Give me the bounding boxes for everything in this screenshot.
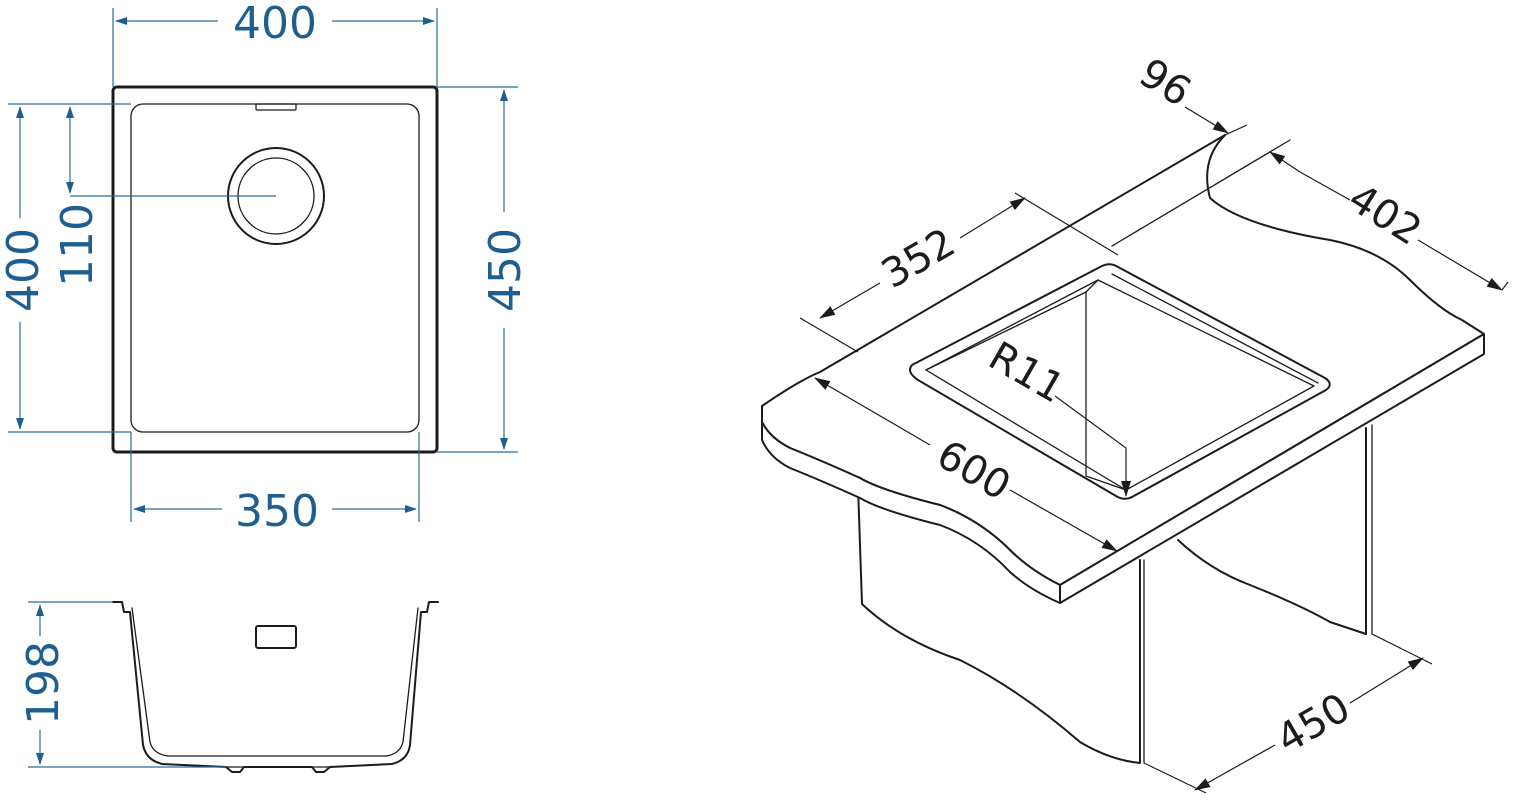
dim-total-depth: 450 [480,228,531,312]
dim-inner-width: 350 [235,486,319,537]
isometric-view: 96 402 352 R11 600 450 [761,50,1509,794]
dim-cabinet-width: 450 [1269,685,1358,763]
dim-cutout-width: 352 [874,220,963,298]
top-view: 400 350 400 110 450 [0,0,531,537]
cabinet-right-panel [1177,427,1367,635]
sink-outer-rim [111,85,439,454]
sink-bowl-inner [925,279,1315,491]
dim-top-width: 400 [233,0,317,49]
sink-inner-bowl [130,103,420,433]
dim-edge-offset: 96 [1131,50,1199,116]
dim-left-height: 400 [0,228,49,312]
countertop-right-edge [1059,333,1485,604]
sink-side-profile-outer [112,601,439,773]
side-view: 198 [18,601,439,773]
sink-side-profile-inner [131,607,419,757]
dim-cutout-length: 402 [1340,175,1429,254]
dim-drain-offset: 110 [52,203,103,287]
dim-sink-depth: 198 [18,641,69,725]
overflow-slot [255,103,297,111]
overflow-side-box [255,625,297,649]
